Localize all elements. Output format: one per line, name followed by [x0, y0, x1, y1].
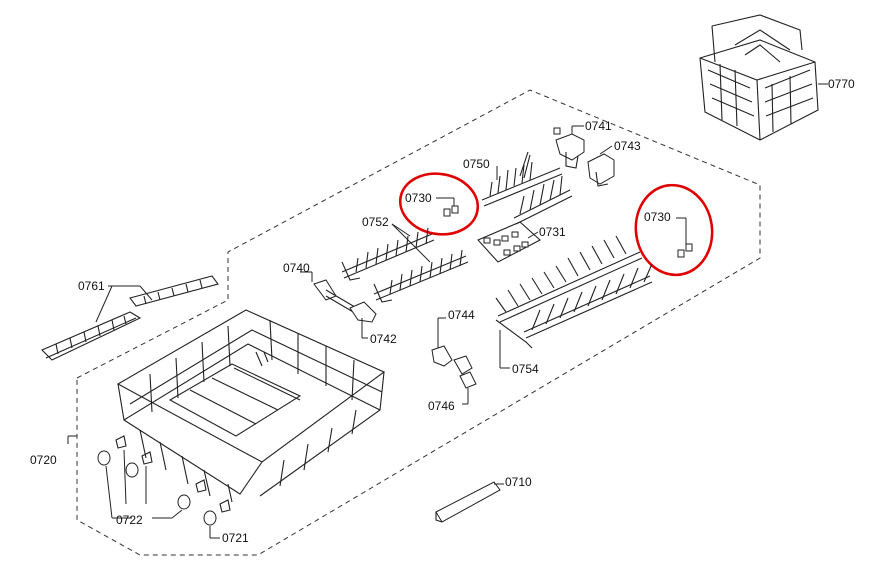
- part-0746-clip: [459, 371, 477, 389]
- highlight-circle-right: [634, 183, 714, 277]
- part-0740-rail: [313, 279, 377, 323]
- label-0710: 0710: [505, 475, 532, 489]
- assembly-boundary: [76, 89, 761, 556]
- label-0741: 0741: [585, 119, 612, 133]
- part-0744-clip: [431, 345, 473, 375]
- label-0746: 0746: [428, 399, 455, 413]
- part-0750-tine-rack: [481, 151, 573, 225]
- part-0710-strip: [435, 481, 501, 523]
- label-0721: 0721: [222, 531, 249, 545]
- label-0770: 0770: [828, 77, 855, 91]
- part-0743-clip: [587, 153, 615, 187]
- label-0731: 0731: [539, 225, 566, 239]
- part-0730-clip-right: [677, 243, 693, 258]
- label-0743: 0743: [614, 139, 641, 153]
- part-0720-lower-basket: [116, 309, 386, 503]
- label-0744: 0744: [448, 308, 475, 322]
- label-0730-right: 0730: [644, 210, 671, 224]
- part-0722-wheels: [97, 435, 207, 510]
- label-0720: 0720: [30, 453, 57, 467]
- part-0741-clip: [553, 127, 585, 169]
- label-0742: 0742: [370, 332, 397, 346]
- part-0754-long-rack: [495, 235, 653, 349]
- part-0761-trays: [41, 275, 219, 361]
- highlight-circle-left: [398, 172, 480, 236]
- label-0750: 0750: [463, 157, 490, 171]
- label-0730-left: 0730: [405, 191, 432, 205]
- label-0752: 0752: [362, 215, 389, 229]
- part-0752-tine-racks: [341, 227, 469, 303]
- part-0770-cutlery-basket: [699, 14, 819, 141]
- part-0730-clip-left: [443, 205, 459, 217]
- part-0731-clip-set: [477, 221, 541, 263]
- label-0754: 0754: [512, 362, 539, 376]
- part-0721-wheel: [203, 499, 231, 526]
- label-0740: 0740: [283, 261, 310, 275]
- label-0722: 0722: [116, 513, 143, 527]
- label-0761: 0761: [78, 279, 105, 293]
